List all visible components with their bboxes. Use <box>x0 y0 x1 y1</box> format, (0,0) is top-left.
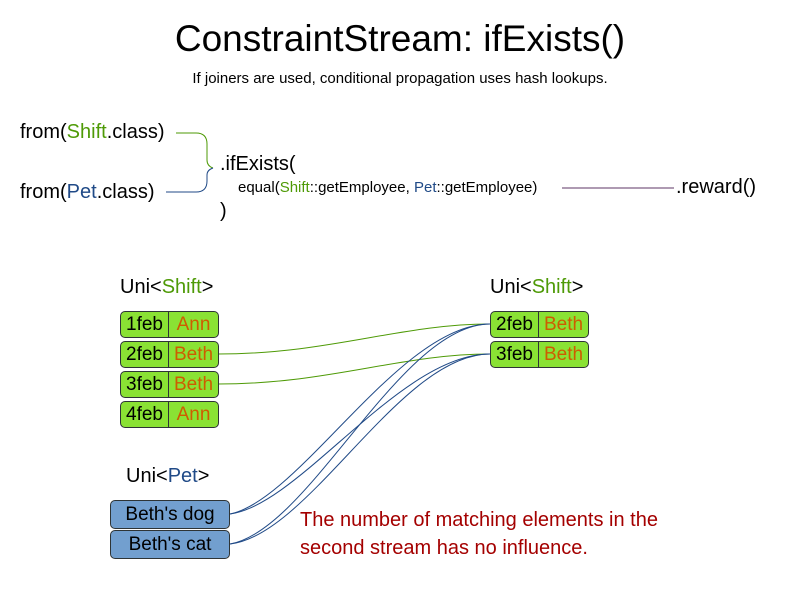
shift-date-cell: 3feb <box>490 341 539 368</box>
equal-joiner-code: equal(Shift::getEmployee, Pet::getEmploy… <box>238 179 538 196</box>
shift-employee-cell: Beth <box>539 341 589 368</box>
left-shift-row: 1feb Ann <box>120 311 219 338</box>
shift-date-cell: 4feb <box>120 401 169 428</box>
close-paren-code: ) <box>220 200 227 222</box>
left-shift-row: 2feb Beth <box>120 341 219 368</box>
left-shift-header: Uni<Shift> <box>120 276 214 298</box>
shift-employee-cell: Beth <box>169 371 219 398</box>
match-line-3feb <box>217 353 491 385</box>
pet-header: Uni<Pet> <box>126 465 210 487</box>
from-pet-code: from(Pet.class) <box>20 181 155 203</box>
shift-date-cell: 2feb <box>490 311 539 338</box>
from-shift-code: from(Shift.class) <box>20 121 165 143</box>
left-shift-row: 4feb Ann <box>120 401 219 428</box>
shift-date-cell: 2feb <box>120 341 169 368</box>
shift-employee-cell: Ann <box>169 311 219 338</box>
if-exists-code: .ifExists( <box>220 153 296 175</box>
brace-bottom-line <box>166 167 214 193</box>
pet-line-cat-2feb <box>229 323 491 545</box>
shift-employee-cell: Beth <box>539 311 589 338</box>
right-shift-row: 3feb Beth <box>490 341 589 368</box>
shift-date-cell: 1feb <box>120 311 169 338</box>
reward-code: .reward() <box>676 176 757 198</box>
pet-line-cat-3feb <box>229 353 491 545</box>
page-title: ConstraintStream: ifExists() <box>174 18 626 59</box>
note-text: The number of matching elements in the s… <box>300 509 658 559</box>
right-shift-header: Uni<Shift> <box>490 276 584 298</box>
shift-date-cell: 3feb <box>120 371 169 398</box>
match-line-2feb <box>217 323 491 355</box>
left-shift-row: 3feb Beth <box>120 371 219 398</box>
pet-line-dog-2feb <box>229 323 491 515</box>
subtitle: If joiners are used, conditional propaga… <box>192 70 608 87</box>
shift-employee-cell: Ann <box>169 401 219 428</box>
shift-employee-cell: Beth <box>169 341 219 368</box>
pet-line-dog-3feb <box>229 353 491 515</box>
pet-row: Beth's dog <box>110 500 230 529</box>
brace-top-line <box>176 132 214 169</box>
right-shift-row: 2feb Beth <box>490 311 589 338</box>
pet-row: Beth's cat <box>110 530 230 559</box>
